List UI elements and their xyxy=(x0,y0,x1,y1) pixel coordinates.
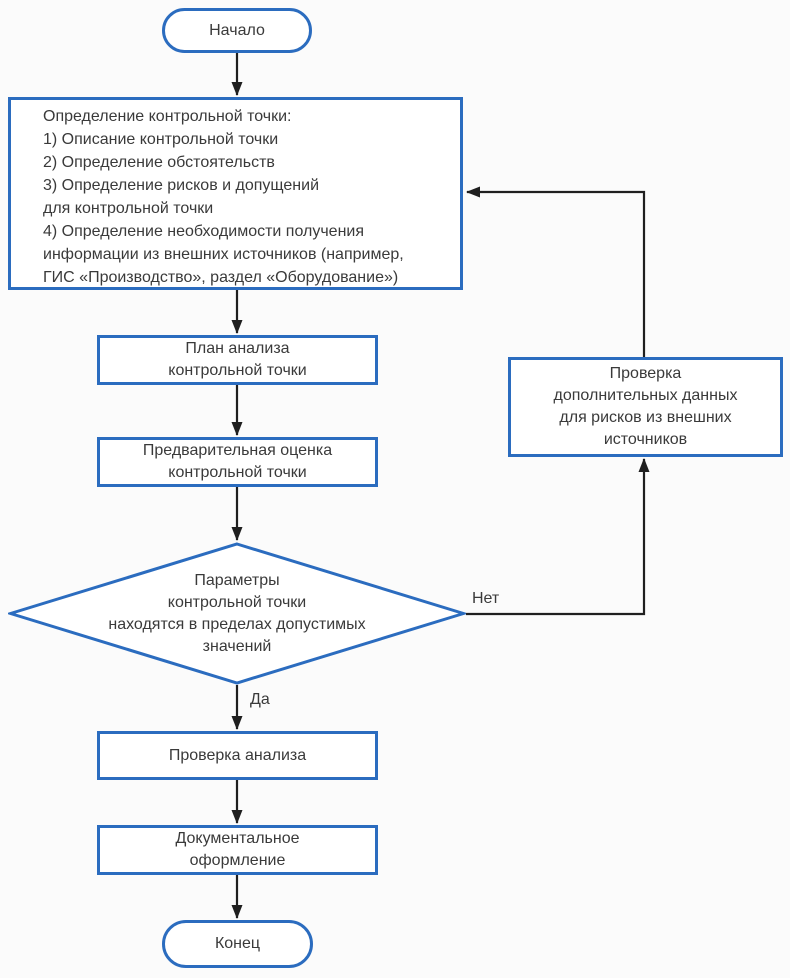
process-documentation-label: Документальное оформление xyxy=(175,830,300,869)
decision-diamond-shape xyxy=(8,542,466,685)
terminator-end: Конец xyxy=(162,920,313,968)
decision-parameters-label: Параметры контрольной точки находятся в … xyxy=(108,571,366,655)
process-documentation: Документальное оформление xyxy=(97,825,378,875)
process-analysis-plan: План анализа контрольной точки xyxy=(97,335,378,385)
process-analysis-check: Проверка анализа xyxy=(97,731,378,780)
process-control-point-definition: Определение контрольной точки: 1) Описан… xyxy=(8,97,463,290)
process-preliminary-assessment-label: Предварительная оценка контрольной точки xyxy=(142,442,333,481)
terminator-start-label: Начало xyxy=(209,21,265,39)
terminator-start: Начало xyxy=(162,8,312,53)
edge-label-no: Нет xyxy=(472,590,500,607)
process-external-data-check-label: Проверка дополнительных данных для риско… xyxy=(553,365,738,448)
edge-label-yes: Да xyxy=(250,691,270,708)
terminator-end-label: Конец xyxy=(214,935,261,952)
process-analysis-plan-label: План анализа контрольной точки xyxy=(168,340,307,379)
arrow-external-to-definition-loop xyxy=(466,186,646,357)
process-control-point-definition-label: Определение контрольной точки: 1) Описан… xyxy=(43,108,404,286)
decision-parameters-within-limits: Параметры контрольной точки находятся в … xyxy=(8,542,466,685)
process-external-data-check: Проверка дополнительных данных для риско… xyxy=(508,357,783,457)
process-preliminary-assessment: Предварительная оценка контрольной точки xyxy=(97,437,378,487)
process-analysis-check-label: Проверка анализа xyxy=(168,746,307,764)
